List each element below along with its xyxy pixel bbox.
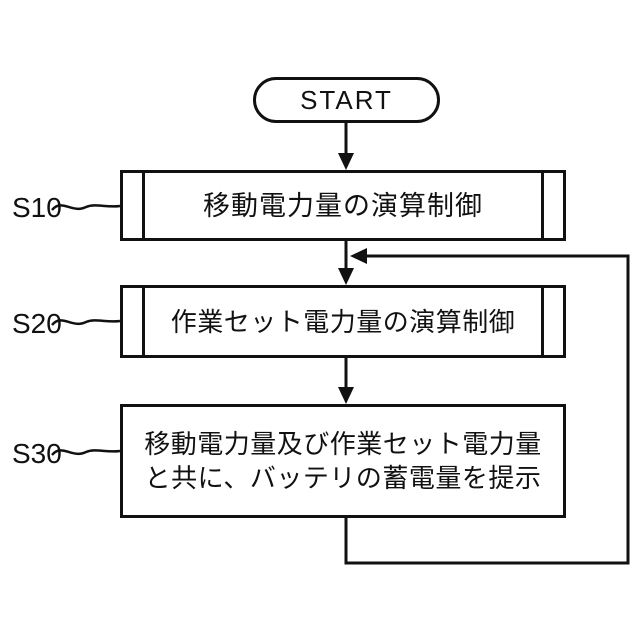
- process-box-s30: 移動電力量及び作業セット電力量 と共に、バッテリの蓄電量を提示: [120, 404, 566, 518]
- label-connector-s30: [51, 449, 121, 456]
- predefined-process-bar-left: [142, 288, 145, 355]
- predefined-process-bar-right: [541, 173, 544, 238]
- process-text-s30-line1: 移動電力量及び作業セット電力量: [144, 429, 542, 459]
- process-box-s20: 作業セット電力量の演算制御: [120, 285, 566, 358]
- step-label-s10: S10: [12, 192, 62, 223]
- step-label-s20: S20: [12, 308, 62, 339]
- process-text-s20: 作業セット電力量の演算制御: [170, 306, 516, 337]
- process-text-s30-line2: と共に、バッテリの蓄電量を提示: [144, 463, 542, 493]
- process-text-s10: 移動電力量の演算制御: [203, 190, 483, 221]
- label-connector-s20: [51, 319, 121, 326]
- predefined-process-bar-right: [541, 288, 544, 355]
- start-node: START: [253, 77, 440, 123]
- arrow-s20-to-s30: [338, 357, 354, 404]
- loop-s30-to-junction: [344, 248, 630, 565]
- arrow-s10-to-s20: [338, 240, 354, 285]
- predefined-process-bar-left: [142, 173, 145, 238]
- arrow-start-to-s10: [338, 123, 354, 170]
- label-connector-s10: [51, 204, 121, 211]
- process-box-s10: 移動電力量の演算制御: [120, 170, 566, 241]
- step-label-s30: S30: [12, 438, 62, 469]
- start-label: START: [300, 84, 393, 115]
